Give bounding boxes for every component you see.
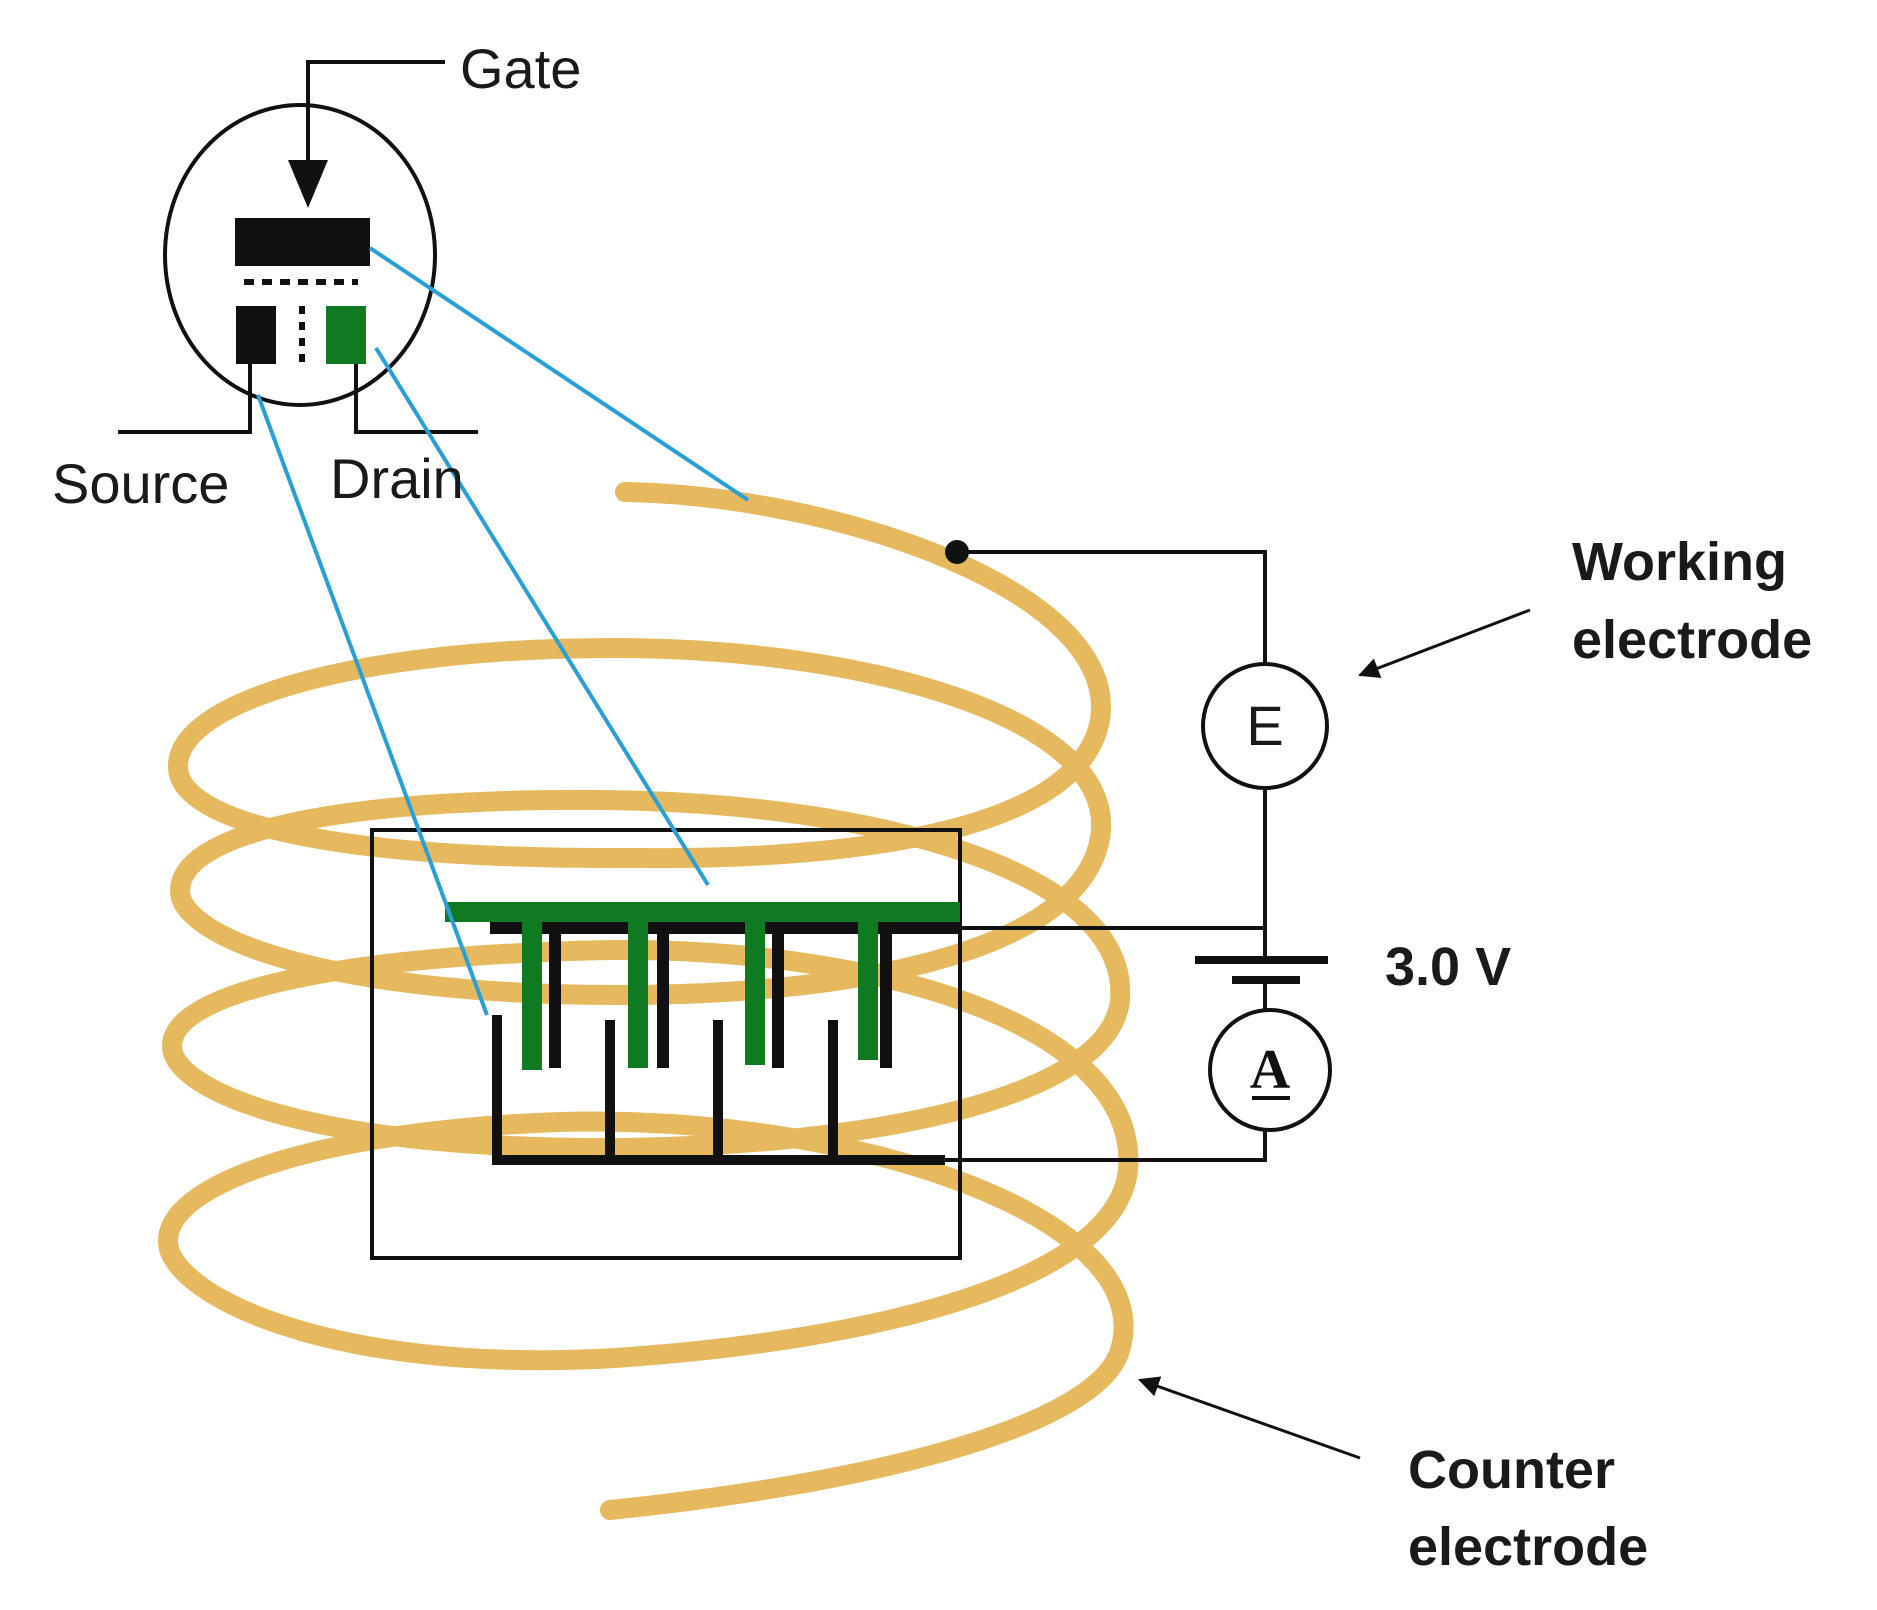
- interdigitated-electrode: [370, 828, 962, 1260]
- counter-electrode-label-line2: electrode: [1408, 1517, 1648, 1577]
- source-fingers-top: [549, 930, 892, 1068]
- transistor-envelope: [163, 103, 437, 407]
- transistor-symbol: [118, 60, 478, 434]
- counter-electrode-coil: [158, 482, 1139, 1520]
- voltage-label: 3.0 V: [1385, 937, 1511, 997]
- gate-connector: [368, 246, 750, 502]
- source-terminal: [236, 306, 276, 364]
- chip-outline: [370, 828, 962, 1260]
- ammeter-symbol: A: [1250, 1039, 1291, 1101]
- source-bus-bar: [490, 922, 960, 934]
- drain-terminal: [326, 306, 366, 364]
- wire-bottom: [945, 1130, 1267, 1162]
- drain-connector: [374, 346, 710, 887]
- connector-lines: [256, 246, 750, 1016]
- wire-top: [957, 550, 1267, 672]
- source-label: Source: [52, 452, 229, 515]
- gate-arrow-icon: [288, 160, 328, 208]
- voltmeter-symbol: E: [1246, 694, 1283, 757]
- working-electrode-arrow: [1358, 608, 1531, 679]
- gate-label: Gate: [460, 37, 581, 100]
- gate-lead: [306, 60, 445, 180]
- ammeter-icon: [1208, 1008, 1332, 1132]
- source-comb-bottom: [492, 1015, 945, 1165]
- drain-bus-bar: [445, 902, 960, 922]
- working-electrode-label-line2: electrode: [1572, 610, 1812, 670]
- counter-electrode-arrow: [1138, 1376, 1361, 1460]
- battery-icon: [1195, 956, 1328, 984]
- working-electrode-label-line1: Working: [1572, 532, 1787, 592]
- drain-lead: [354, 364, 478, 434]
- drain-label: Drain: [330, 447, 464, 510]
- source-lead: [118, 364, 252, 434]
- drain-fingers: [522, 912, 878, 1070]
- gate-plate: [235, 218, 370, 266]
- external-circuit: E A: [945, 540, 1332, 1162]
- source-connector: [256, 394, 489, 1016]
- counter-electrode-label-line1: Counter: [1408, 1440, 1615, 1500]
